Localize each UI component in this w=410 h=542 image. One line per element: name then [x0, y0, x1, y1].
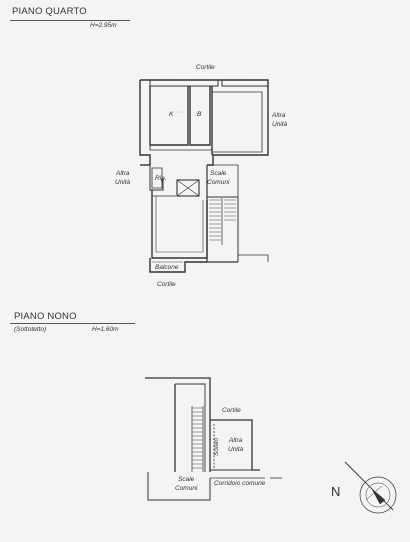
floor4-label-k: K [169, 111, 174, 118]
floor9-title-underline [10, 323, 135, 324]
floor9-label-scale-1: Scale [178, 476, 195, 483]
floor9-label-corridoio: Corridoio comune [214, 480, 266, 487]
floor4-label-altra-left-1: Altra [116, 170, 130, 177]
floor4-label-b: B [197, 111, 202, 118]
floor4-label-altra-right-1: Altra [272, 112, 286, 119]
floor4-label-balcone: Balcone [155, 264, 179, 271]
floor4-title-underline [10, 20, 130, 21]
floor4-label-altra-right-2: Unità [272, 121, 288, 128]
floor9-height: H=1.60m [92, 326, 119, 333]
floor4-label-cortile-top: Cortile [196, 64, 215, 71]
floor4-height: H=2.95m [90, 22, 117, 29]
floor4-label-cortile-bottom: Cortile [157, 281, 176, 288]
floor4-label-scale-1: Scale [210, 170, 227, 177]
floor9-label-altra-1: Altra [229, 437, 243, 444]
floor9-title: PIANO NONO [14, 311, 77, 322]
floor4-label-rip: Rip. [155, 175, 167, 182]
floor4-label-scale-2: Comuni [207, 179, 230, 186]
floor9-label-altra-2: Unità [228, 446, 244, 453]
north-letter: N [331, 484, 341, 499]
floor9-label-cortile: Cortile [222, 407, 241, 414]
floor9-label-scale-2: Comuni [175, 485, 198, 492]
floor9-subtitle: (Sottotetto) [14, 326, 47, 333]
floor4-label-altra-left-2: Unità [115, 179, 131, 186]
floor4-title: PIANO QUARTO [12, 6, 87, 17]
